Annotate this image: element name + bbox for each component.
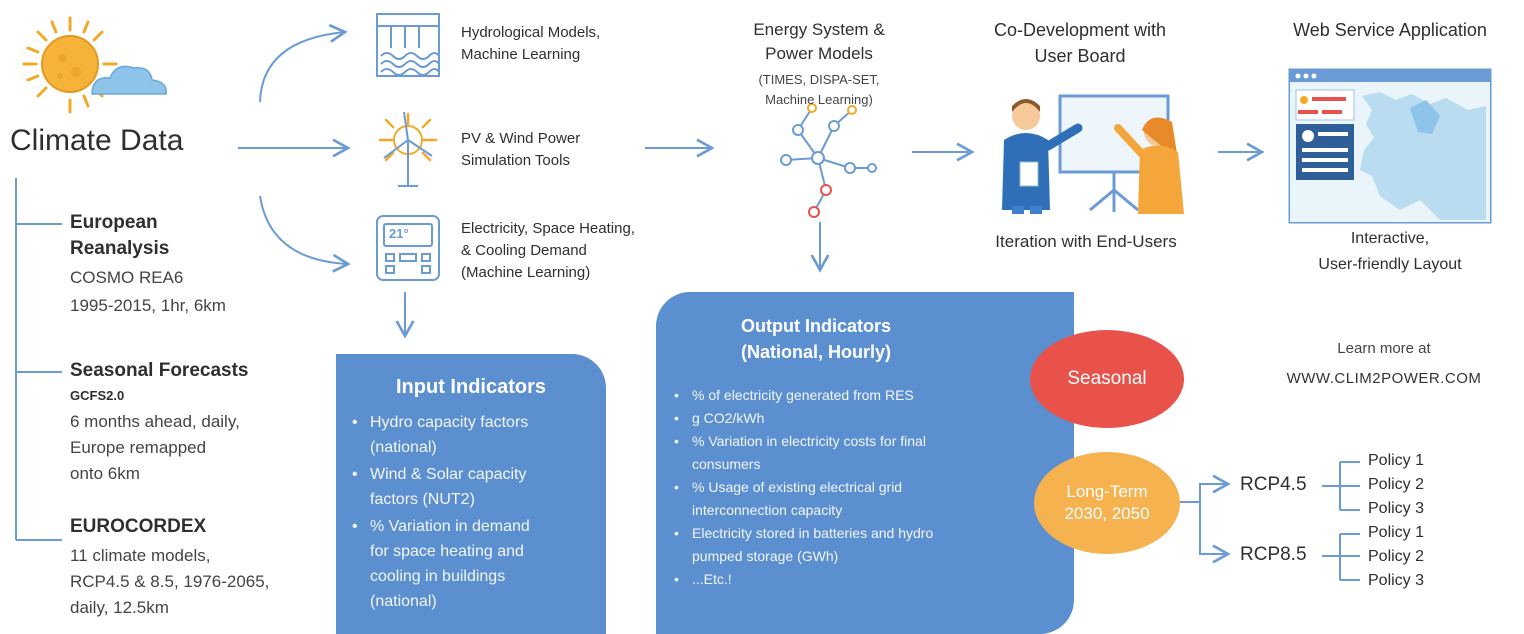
- output-indicator-item: g CO2/kWh: [670, 407, 933, 430]
- long-term-label-line2: 2030, 2050: [1064, 504, 1150, 523]
- seasonal-label: Seasonal: [1067, 368, 1147, 389]
- seasonal-forecasts-line2: Europe remapped: [70, 438, 207, 457]
- european-reanalysis-title-line2: Reanalysis: [70, 238, 170, 259]
- output-indicators-title-line1: Output Indicators: [741, 316, 891, 336]
- input-indicators-list: Hydro capacity factors (national) Wind &…: [348, 410, 530, 614]
- thermostat-display-value: 21°: [389, 226, 409, 241]
- output-indicator-item: % Usage of existing electrical grid inte…: [670, 476, 933, 522]
- output-indicators-box: Output Indicators (National, Hourly) % o…: [656, 292, 1074, 634]
- sun-cloud-icon: [22, 16, 167, 114]
- input-indicators-box: Input Indicators Hydro capacity factors …: [336, 354, 606, 634]
- web-caption-line1: Interactive,: [1350, 230, 1430, 247]
- rcp45-policy-1: Policy 1: [1368, 452, 1425, 469]
- input-indicator-item: Wind & Solar capacity factors (NUT2): [348, 462, 530, 512]
- energy-system-title-line1: Energy System &: [753, 20, 885, 39]
- hydro-models-line1: Hydrological Models,: [461, 24, 601, 41]
- european-reanalysis-title-line1: European: [70, 212, 158, 233]
- pv-wind-line2: Simulation Tools: [461, 152, 570, 169]
- rcp45-policy-2: Policy 2: [1368, 476, 1425, 493]
- web-app-mockup-icon: [1288, 68, 1492, 224]
- rcp45-policy-3: Policy 3: [1368, 500, 1425, 517]
- seasonal-forecasts-line1: 6 months ahead, daily,: [70, 412, 240, 431]
- input-indicator-item: Hydro capacity factors (national): [348, 410, 530, 460]
- eurocordex-line1: 11 climate models,: [70, 546, 211, 565]
- eurocordex-line2: RCP4.5 & 8.5, 1976-2065,: [70, 572, 270, 591]
- seasonal-circle: Seasonal: [1030, 330, 1184, 428]
- pv-wind-line1: PV & Wind Power: [461, 130, 581, 147]
- rcp45-label: RCP4.5: [1240, 474, 1307, 495]
- seasonal-forecasts-title: Seasonal Forecasts: [70, 360, 249, 381]
- european-reanalysis-line2: 1995-2015, 1hr, 6km: [70, 296, 226, 315]
- output-indicator-item: Electricity stored in batteries and hydr…: [670, 522, 933, 568]
- seasonal-forecasts-line3: onto 6km: [70, 464, 140, 483]
- output-indicators-title-line2: (National, Hourly): [740, 342, 891, 362]
- rcp85-policy-1: Policy 1: [1368, 524, 1425, 541]
- long-term-label-line1: Long-Term: [1066, 482, 1148, 501]
- demand-line1: Electricity, Space Heating,: [461, 220, 635, 237]
- seasonal-forecasts-sub: GCFS2.0: [70, 388, 125, 403]
- codev-caption: Iteration with End-Users: [995, 232, 1177, 251]
- energy-system-sub-line2: Machine Learning): [765, 92, 873, 107]
- climate-data-title: Climate Data: [10, 124, 184, 157]
- rcp85-policy-3: Policy 3: [1368, 572, 1425, 589]
- codev-title-line1: Co-Development with: [993, 20, 1167, 40]
- demand-line2: & Cooling Demand: [461, 242, 587, 259]
- input-indicator-item: % Variation in demand for space heating …: [348, 514, 530, 614]
- demand-line3: (Machine Learning): [461, 264, 591, 281]
- wind-solar-icon: [378, 111, 438, 187]
- output-indicator-item: ...Etc.!: [670, 568, 933, 591]
- hydro-models-line2: Machine Learning: [461, 46, 581, 63]
- learn-more-label: Learn more at: [1337, 340, 1431, 357]
- output-indicator-item: % Variation in electricity costs for fin…: [670, 430, 933, 476]
- rcp85-policy-2: Policy 2: [1368, 548, 1425, 565]
- co-development-illustration: [1002, 94, 1184, 214]
- energy-system-title-line2: Power Models: [765, 44, 873, 63]
- output-indicators-list: % of electricity generated from RES g CO…: [670, 384, 933, 591]
- web-caption-line2: User-friendly Layout: [1318, 256, 1462, 273]
- network-icon: [780, 103, 877, 218]
- dam-icon: [376, 13, 440, 77]
- long-term-circle: Long-Term 2030, 2050: [1034, 452, 1180, 554]
- input-indicators-title: Input Indicators: [396, 376, 546, 398]
- climate-tree-lines: [15, 178, 62, 541]
- eurocordex-line3: daily, 12.5km: [70, 598, 169, 617]
- codev-title-line2: User Board: [1034, 46, 1126, 66]
- output-indicator-item: % of electricity generated from RES: [670, 384, 933, 407]
- eurocordex-title: EUROCORDEX: [70, 516, 207, 537]
- european-reanalysis-line1: COSMO REA6: [70, 268, 184, 287]
- web-service-title: Web Service Application: [1293, 20, 1487, 40]
- rcp85-label: RCP8.5: [1240, 544, 1307, 565]
- energy-system-sub-line1: (TIMES, DISPA-SET,: [758, 72, 880, 87]
- website-link[interactable]: WWW.CLIM2POWER.COM: [1286, 370, 1482, 387]
